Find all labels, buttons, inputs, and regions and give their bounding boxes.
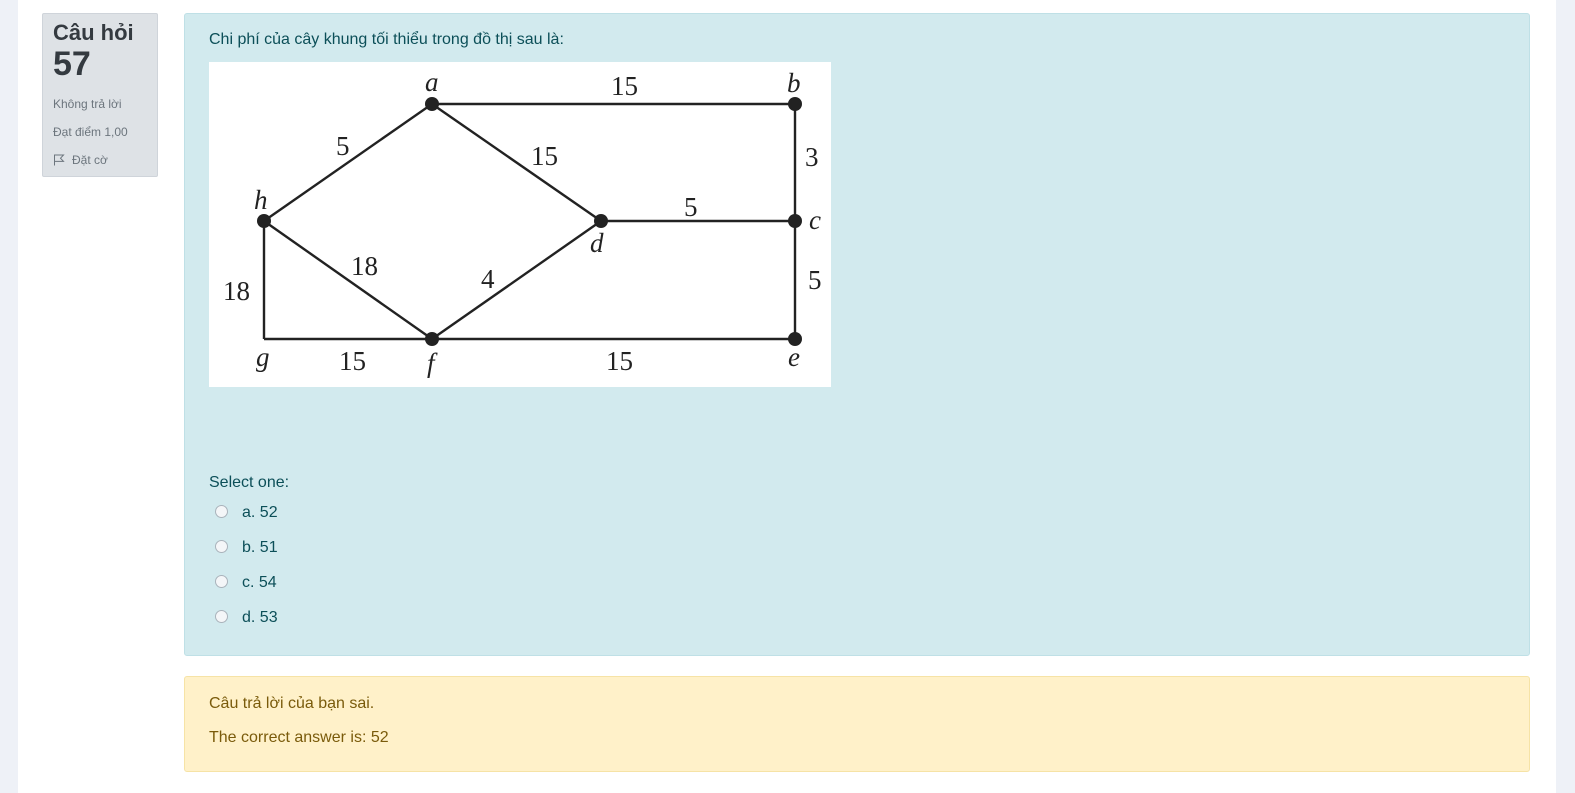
answer-option-b[interactable]: b. 51 — [215, 539, 278, 557]
flag-question-button[interactable]: Đặt cờ — [53, 153, 147, 167]
question-mark: Đạt điểm 1,00 — [53, 125, 128, 139]
node-e — [788, 332, 802, 346]
option-label-b: b. 51 — [242, 539, 278, 556]
answer-option-a[interactable]: a. 52 — [215, 504, 278, 522]
weight-f-e: 15 — [606, 346, 633, 376]
radio-option-c[interactable] — [215, 575, 228, 588]
radio-option-b[interactable] — [215, 540, 228, 553]
radio-option-d[interactable] — [215, 610, 228, 623]
radio-option-a[interactable] — [215, 505, 228, 518]
edge-a-d — [431, 103, 602, 222]
node-label-c: c — [809, 205, 821, 235]
weight-d-f: 4 — [481, 264, 495, 294]
node-c — [788, 214, 802, 228]
node-label-g: g — [256, 342, 270, 372]
weight-c-e: 5 — [808, 265, 822, 295]
node-label-f: f — [427, 348, 438, 378]
weight-d-c: 5 — [684, 192, 698, 222]
feedback-result: Câu trả lời của bạn sai. — [209, 695, 375, 712]
question-info-panel: Câu hỏi 57 Không trả lời Đạt điểm 1,00 Đ… — [42, 13, 158, 177]
page: Câu hỏi 57 Không trả lời Đạt điểm 1,00 Đ… — [18, 0, 1556, 793]
question-number: 57 — [53, 45, 91, 83]
node-f — [425, 332, 439, 346]
node-label-h: h — [254, 185, 268, 215]
question-formulation: Chi phí của cây khung tối thiểu trong đồ… — [184, 13, 1530, 656]
edge-a-h — [263, 103, 433, 222]
node-b — [788, 97, 802, 111]
flag-icon — [54, 154, 65, 166]
weight-a-b: 15 — [611, 71, 638, 101]
weight-a-h: 5 — [336, 131, 350, 161]
edge-h-f — [263, 220, 433, 340]
correct-answer: The correct answer is: 52 — [209, 729, 389, 746]
node-h — [257, 214, 271, 228]
weight-a-d: 15 — [531, 141, 558, 171]
flag-label: Đặt cờ — [72, 153, 108, 167]
option-label-c: c. 54 — [242, 574, 277, 591]
question-text: Chi phí của cây khung tối thiểu trong đồ… — [209, 31, 564, 48]
node-label-a: a — [425, 67, 439, 97]
weight-h-g: 18 — [223, 276, 250, 306]
weight-g-f: 15 — [339, 346, 366, 376]
feedback-panel: Câu trả lời của bạn sai. The correct ans… — [184, 676, 1530, 772]
select-one-prompt: Select one: — [209, 474, 290, 491]
question-status: Không trả lời — [53, 97, 122, 111]
node-label-b: b — [787, 68, 801, 98]
question-title: Câu hỏi — [53, 20, 134, 45]
node-label-d: d — [590, 228, 604, 258]
option-label-d: d. 53 — [242, 609, 278, 626]
option-label-a: a. 52 — [242, 504, 278, 521]
answer-option-d[interactable]: d. 53 — [215, 609, 278, 627]
node-d — [594, 214, 608, 228]
edge-d-f — [431, 220, 602, 340]
weight-b-c: 3 — [805, 142, 819, 172]
graph-image: a b c d e f g h 15 3 5 15 5 5 18 18 4 15… — [209, 62, 831, 387]
weight-h-f: 18 — [351, 251, 378, 281]
node-a — [425, 97, 439, 111]
node-label-e: e — [788, 342, 800, 372]
answer-option-c[interactable]: c. 54 — [215, 574, 277, 592]
